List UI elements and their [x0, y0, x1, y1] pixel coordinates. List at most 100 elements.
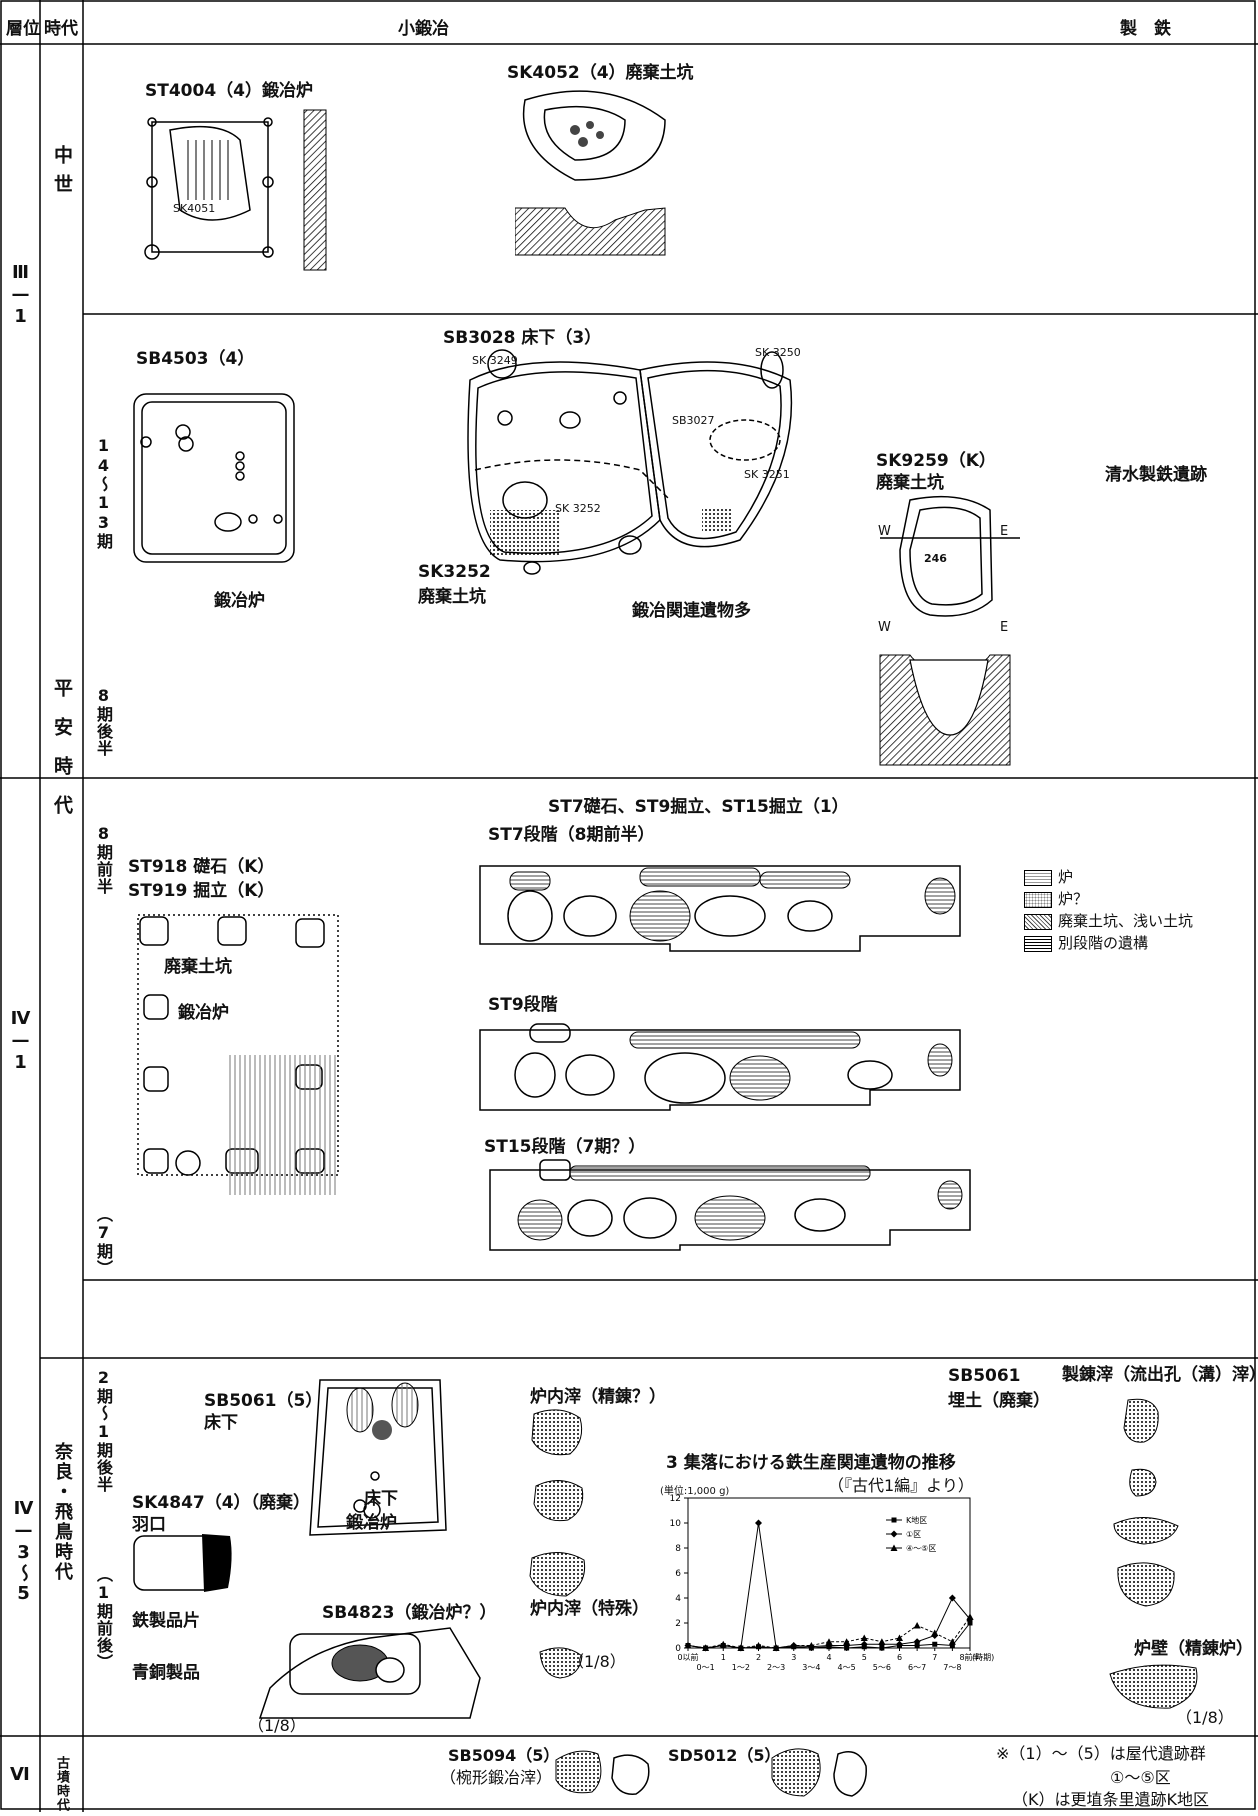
sb4503-plan: [133, 393, 295, 563]
data-point: [860, 1640, 868, 1648]
ronai-slag-drawings: [529, 1409, 586, 1679]
period-kofun: 古墳時代: [54, 1756, 69, 1812]
sk9259-sub: 廃棄土坑: [876, 473, 944, 493]
phase-8-early: 8期前半: [94, 824, 113, 895]
ronai1-label: 炉内滓（精錬？）: [530, 1387, 666, 1407]
data-point: [755, 1642, 762, 1649]
st7-label: ST7段階（8期前半）: [488, 825, 655, 845]
layer-iii-1: Ⅲ—1: [10, 262, 31, 328]
st4004-label: ST4004（4）鍛冶炉: [145, 81, 313, 101]
sb3027-label: SB3027: [672, 414, 715, 427]
chart-title: 3 集落における鉄生産関連遺物の推移: [666, 1453, 956, 1473]
phase-2-1: 2期〜1期後半: [94, 1368, 113, 1493]
umetsuchi-label: 埋土（廃棄）: [948, 1391, 1050, 1411]
legend-text: 廃棄土坑、浅い土坑: [1058, 912, 1194, 930]
x-tick-label: 5: [862, 1653, 867, 1662]
legend-marker: [890, 1544, 898, 1551]
sk9259-label: SK9259（K）: [876, 451, 996, 471]
sd5012-drawings: [771, 1748, 867, 1797]
data-point: [790, 1642, 798, 1649]
w1: W: [878, 524, 891, 539]
legend-label: ①区: [906, 1530, 921, 1539]
seido-label: 青銅製品: [132, 1663, 200, 1683]
sb4823-label: SB4823（鍛冶炉？）: [322, 1603, 497, 1623]
st15-label: ST15段階（7期？）: [484, 1137, 646, 1157]
phase-8-late: 8期後半: [94, 686, 113, 757]
data-point: [737, 1644, 745, 1651]
sb5094-sub: （椀形鍛冶滓）: [440, 1768, 553, 1787]
phase-7: （7期）: [94, 1206, 113, 1277]
legend-item: 別段階の遺構: [1024, 932, 1193, 954]
sb4823-plan: [258, 1627, 481, 1719]
st918-kaji-ro: 鍛冶炉: [178, 1003, 229, 1023]
note-1: ※（1）〜（5）は屋代遺跡群: [996, 1744, 1206, 1763]
x-tick-label: 1〜2: [732, 1663, 750, 1672]
x-tick-label: 0以前: [677, 1652, 698, 1662]
x-tick-label: 0〜1: [697, 1663, 715, 1672]
x-tick-label: 2: [756, 1653, 761, 1662]
data-point: [702, 1644, 710, 1651]
st15-stage-plan: [489, 1159, 971, 1251]
data-point: [948, 1638, 956, 1645]
data-point: [913, 1622, 921, 1629]
legend-item: 廃棄土坑、浅い土坑: [1024, 910, 1193, 932]
layer-vi: Ⅵ: [10, 1764, 30, 1785]
data-point: [931, 1629, 939, 1636]
st7-stage-plan: [479, 865, 961, 952]
rohеki-label: 炉壁（精錬炉）: [1134, 1639, 1253, 1659]
x-tick-label: 3: [791, 1653, 796, 1662]
chart-frame: [687, 1497, 971, 1649]
sb5061b-label: SB5061: [948, 1366, 1021, 1386]
data-point: [948, 1594, 956, 1602]
sk3249-label: SK 3249: [472, 354, 518, 367]
period-medieval: 中世: [51, 145, 73, 203]
phase-1: （1期前後）: [94, 1566, 113, 1671]
val-246: 246: [924, 552, 947, 565]
rohеki-drawing: [1109, 1664, 1198, 1709]
note-3: （K）は更埴条里遺跡K地区: [1012, 1790, 1209, 1809]
x-tick-label: 7〜8: [943, 1663, 961, 1672]
sk3251-label: SK 3251: [744, 468, 790, 481]
st918-label: ST918 礎石（K）: [128, 857, 275, 877]
sb5061-sub: 床下: [204, 1413, 238, 1433]
e2: E: [1000, 620, 1009, 635]
sk4847-label: SK4847（4）（廃棄）: [132, 1493, 311, 1513]
y-tick-label: 0: [675, 1644, 681, 1654]
y-tick-label: 8: [675, 1544, 681, 1554]
data-point: [878, 1638, 886, 1645]
x-tick-label: 8前半: [959, 1652, 980, 1662]
chart-ylabel: (単位:1,000 g): [660, 1486, 730, 1497]
sk4052-label: SK4052（4）廃棄土坑: [507, 63, 694, 83]
y-tick-label: 10: [670, 1519, 682, 1529]
legend-marker: [890, 1530, 898, 1538]
sb5061-plan: [309, 1379, 447, 1536]
legend-text: 炉？: [1058, 890, 1089, 908]
sb5094-drawings: [555, 1750, 650, 1795]
data-point: [896, 1640, 903, 1648]
tetsu-label: 鉄製品片: [132, 1611, 200, 1631]
data-point: [860, 1634, 868, 1641]
seirensai-drawings: [1113, 1398, 1179, 1607]
data-point: [966, 1613, 974, 1620]
data-point: [913, 1638, 921, 1646]
data-point: [949, 1643, 955, 1648]
scale-2: （1/8）: [568, 1652, 626, 1671]
legend-label: ④〜⑤区: [906, 1544, 936, 1553]
seirensai-label: 製錬滓（流出孔（溝）滓）: [1062, 1365, 1258, 1385]
st9-label: ST9段階: [488, 995, 558, 1015]
row3-title: ST7礎石、ST9掘立、ST15掘立（1）: [548, 797, 849, 817]
w2: W: [878, 620, 891, 635]
y-tick-label: 6: [675, 1569, 681, 1579]
data-point: [807, 1642, 815, 1649]
sk3252-haiki: 廃棄土坑: [418, 587, 486, 607]
layer-iv-3-5: Ⅳ—3〜5: [13, 1498, 34, 1605]
legend-item: 炉？: [1024, 888, 1193, 910]
ronai2-label: 炉内滓（特殊）: [530, 1599, 649, 1619]
data-point: [719, 1640, 727, 1648]
sk3252-label: SK3252: [418, 562, 491, 582]
header-layer: 層位: [6, 19, 40, 39]
y-tick-label: 2: [675, 1619, 681, 1629]
x-tick-label: 6〜7: [908, 1663, 926, 1672]
period-nara: 奈良・飛鳥時代: [52, 1442, 73, 1582]
